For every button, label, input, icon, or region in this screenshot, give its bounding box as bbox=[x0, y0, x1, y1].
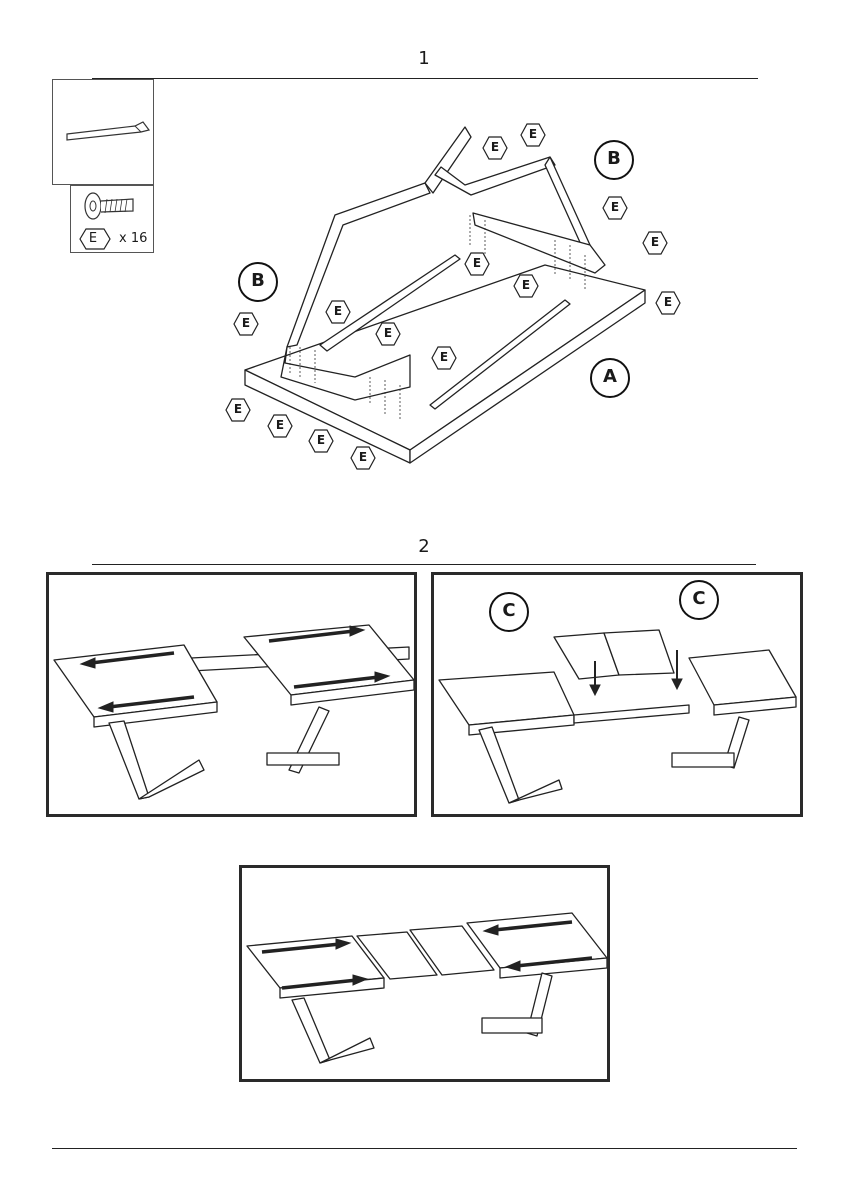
hardware-label-hex bbox=[79, 228, 111, 250]
callout-b-right bbox=[594, 140, 634, 180]
callout-e-15 bbox=[655, 291, 681, 315]
hardware-label: E bbox=[88, 231, 98, 246]
callout-e-2-label: E bbox=[333, 304, 343, 318]
callout-e-7-label: E bbox=[316, 433, 326, 447]
callout-e-1-label: E bbox=[241, 316, 251, 330]
callout-e-13-label: E bbox=[472, 256, 482, 270]
callout-e-1 bbox=[233, 312, 259, 336]
callout-e-15-label: E bbox=[663, 295, 673, 309]
callout-e-8-label: E bbox=[358, 450, 368, 464]
panel-close-table-illustration bbox=[246, 912, 607, 1064]
callout-e-5 bbox=[225, 398, 251, 422]
callout-e-3-label: E bbox=[383, 326, 393, 340]
callout-e-3 bbox=[375, 322, 401, 346]
panel-insert-leaves-illustration bbox=[438, 629, 797, 804]
step-1-divider bbox=[92, 78, 758, 79]
callout-e-4-label: E bbox=[439, 350, 449, 364]
callout-c-right bbox=[679, 580, 719, 620]
step-number-2: 2 bbox=[418, 536, 430, 557]
callout-e-6 bbox=[267, 414, 293, 438]
step-number-1: 1 bbox=[418, 48, 430, 69]
callout-e-11 bbox=[602, 196, 628, 220]
hardware-allen-key-box bbox=[52, 79, 154, 185]
callout-b-left-label: B bbox=[251, 270, 265, 291]
callout-e-8 bbox=[350, 446, 376, 470]
callout-e-9 bbox=[482, 136, 508, 160]
callout-e-10-label: E bbox=[528, 127, 538, 141]
callout-e-2 bbox=[325, 300, 351, 324]
callout-e-14 bbox=[513, 274, 539, 298]
rail-right bbox=[429, 299, 571, 410]
callout-e-11-label: E bbox=[610, 200, 620, 214]
callout-e-12 bbox=[642, 231, 668, 255]
callout-e-6-label: E bbox=[275, 418, 285, 432]
callout-c-left-label: C bbox=[502, 600, 516, 621]
callout-e-12-label: E bbox=[650, 235, 660, 249]
hardware-quantity: x 16 bbox=[119, 231, 148, 246]
callout-c-right-label: C bbox=[692, 588, 706, 609]
callout-a bbox=[590, 358, 630, 398]
rail-left bbox=[319, 254, 461, 352]
callout-a-label: A bbox=[603, 366, 617, 387]
panel-insert-leaves bbox=[431, 572, 803, 817]
callout-e-4 bbox=[431, 346, 457, 370]
step-2-divider bbox=[92, 564, 756, 565]
bolt-icon bbox=[84, 192, 134, 220]
callout-c-left bbox=[489, 592, 529, 632]
panel-close-table bbox=[239, 865, 610, 1082]
panel-extend-table bbox=[46, 572, 417, 817]
callout-e-14-label: E bbox=[521, 278, 531, 292]
callout-b-right-label: B bbox=[607, 148, 621, 169]
callout-e-5-label: E bbox=[233, 402, 243, 416]
callout-e-9-label: E bbox=[490, 140, 500, 154]
callout-e-7 bbox=[308, 429, 334, 453]
panel-extend-table-illustration bbox=[53, 624, 414, 800]
footer-divider bbox=[52, 1148, 797, 1149]
hardware-bolt-box: E x 16 bbox=[70, 185, 154, 253]
allen-key-icon bbox=[66, 121, 151, 141]
callout-e-10 bbox=[520, 123, 546, 147]
callout-e-13 bbox=[464, 252, 490, 276]
callout-b-left bbox=[238, 262, 278, 302]
